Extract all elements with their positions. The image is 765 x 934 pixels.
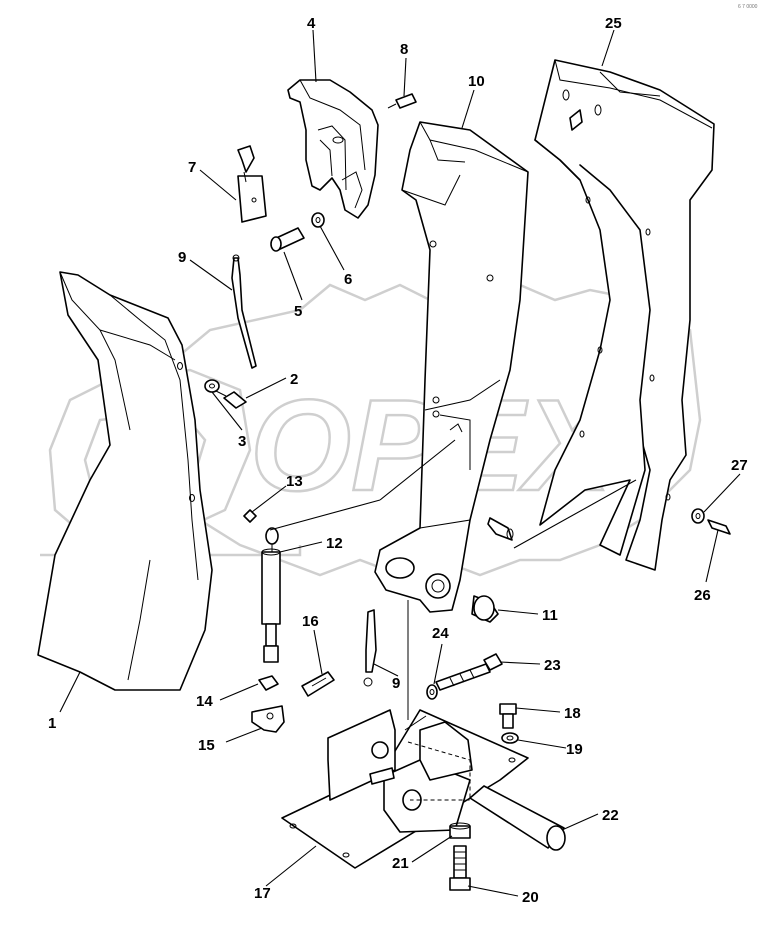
part-9-cable-upper bbox=[231, 254, 257, 369]
callout-labels: 1 2 3 4 5 6 7 8 9 9 10 11 12 13 14 15 16… bbox=[48, 15, 748, 906]
part-5-bolt bbox=[270, 227, 305, 252]
callout-20: 20 bbox=[522, 889, 539, 906]
callout-11: 11 bbox=[542, 607, 558, 624]
callout-13: 13 bbox=[286, 473, 303, 490]
callout-10: 10 bbox=[468, 73, 485, 90]
callout-9-lower: 9 bbox=[392, 675, 400, 692]
callout-4: 4 bbox=[307, 15, 316, 32]
callout-24: 24 bbox=[432, 625, 449, 642]
callout-6: 6 bbox=[344, 271, 352, 288]
callout-18: 18 bbox=[564, 705, 581, 722]
part-14-nut bbox=[258, 675, 279, 691]
callout-5: 5 bbox=[294, 303, 302, 320]
callout-9-upper: 9 bbox=[178, 249, 186, 266]
callout-16: 16 bbox=[302, 613, 319, 630]
part-1-left-cover bbox=[37, 271, 213, 691]
part-11-bushing bbox=[471, 517, 514, 623]
callout-21: 21 bbox=[392, 855, 409, 872]
part-25-right-cover bbox=[534, 59, 715, 571]
callout-19: 19 bbox=[566, 741, 583, 758]
callout-12: 12 bbox=[326, 535, 343, 552]
leader-lines bbox=[59, 29, 741, 897]
callout-23: 23 bbox=[544, 657, 561, 674]
callout-14: 14 bbox=[196, 693, 213, 710]
corner-reference-code: 6 7 0000 bbox=[738, 4, 758, 10]
callout-25: 25 bbox=[605, 15, 622, 32]
callout-8: 8 bbox=[400, 41, 408, 58]
part-10-column bbox=[374, 121, 529, 613]
callout-26: 26 bbox=[694, 587, 711, 604]
part-8-screw bbox=[387, 93, 417, 109]
callout-27: 27 bbox=[731, 457, 748, 474]
part-23-bolt bbox=[435, 653, 503, 691]
part-3-washer bbox=[204, 379, 220, 393]
callout-15: 15 bbox=[198, 737, 215, 754]
part-17-base-plate bbox=[281, 600, 529, 869]
part-18-bolt bbox=[499, 703, 517, 729]
callout-22: 22 bbox=[602, 807, 619, 824]
part-22-pin bbox=[469, 785, 566, 851]
part-4-handle bbox=[287, 79, 379, 219]
callout-3: 3 bbox=[238, 433, 246, 450]
part-12-gas-spring bbox=[261, 527, 281, 663]
part-19-washer bbox=[501, 732, 519, 744]
part-21-nut bbox=[449, 822, 471, 839]
part-24-washer bbox=[426, 684, 438, 700]
callout-7: 7 bbox=[188, 159, 196, 176]
callout-2: 2 bbox=[290, 371, 298, 388]
callout-17: 17 bbox=[254, 885, 271, 902]
part-26-screw bbox=[707, 519, 731, 535]
callout-1: 1 bbox=[48, 715, 56, 732]
part-9-cable-lower bbox=[363, 609, 377, 687]
part-13-circlip bbox=[243, 509, 257, 523]
part-7-switch bbox=[237, 145, 267, 223]
part-16-connector bbox=[301, 671, 335, 697]
part-20-bolt bbox=[449, 845, 471, 891]
part-15-bracket bbox=[251, 705, 285, 733]
part-6-washer bbox=[311, 212, 325, 228]
part-27-washer bbox=[691, 508, 705, 524]
